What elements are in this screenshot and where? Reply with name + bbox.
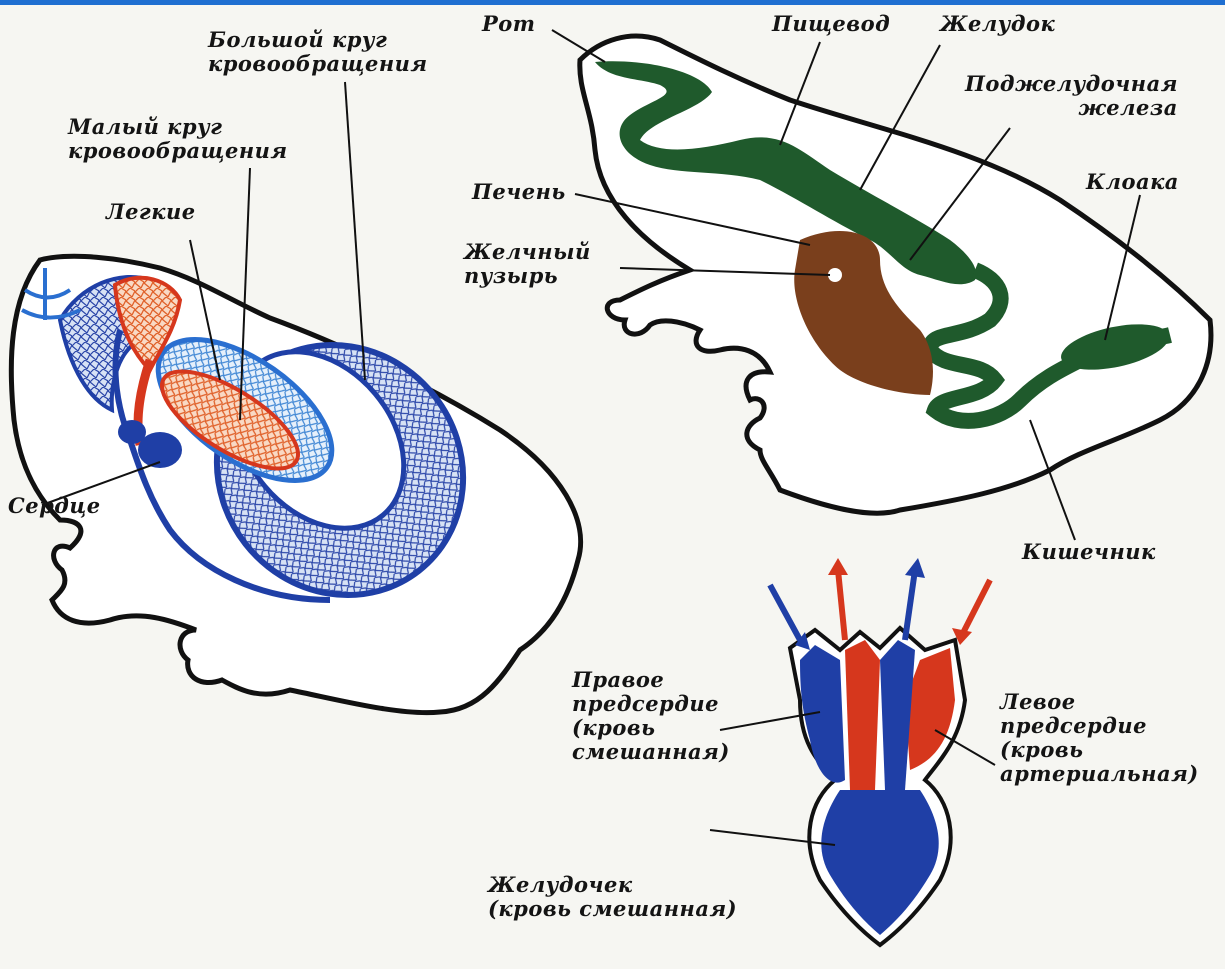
label-gallbladder: Желчный пузырь (464, 240, 591, 288)
heart-figure (710, 558, 995, 945)
label-left-atrium: Левое предсердие (кровь артериальная) (1000, 690, 1199, 786)
label-liver: Печень (472, 180, 566, 204)
label-ventricle: Желудочек (кровь смешанная) (488, 873, 737, 921)
label-intestine: Кишечник (1022, 540, 1156, 564)
ventricle (821, 790, 938, 935)
label-stomach: Желудок (940, 12, 1055, 36)
label-pulmonary-circulation: Малый круг кровообращения (68, 115, 288, 163)
label-cloaca: Клоака (1086, 170, 1179, 194)
label-right-atrium: Правое предсердие (кровь смешанная) (572, 668, 730, 764)
frog-circulation-figure (11, 82, 580, 713)
label-pancreas: Поджелудочная железа (965, 72, 1178, 120)
conus-red (845, 640, 880, 790)
gallbladder (828, 268, 842, 282)
label-lungs: Легкие (106, 200, 196, 224)
label-heart: Сердце (8, 494, 101, 518)
blood-flow-arrows (770, 558, 990, 650)
label-mouth: Рот (482, 12, 536, 36)
label-esophagus: Пищевод (772, 12, 890, 36)
label-systemic-circulation: Большой круг кровообращения (208, 28, 428, 76)
